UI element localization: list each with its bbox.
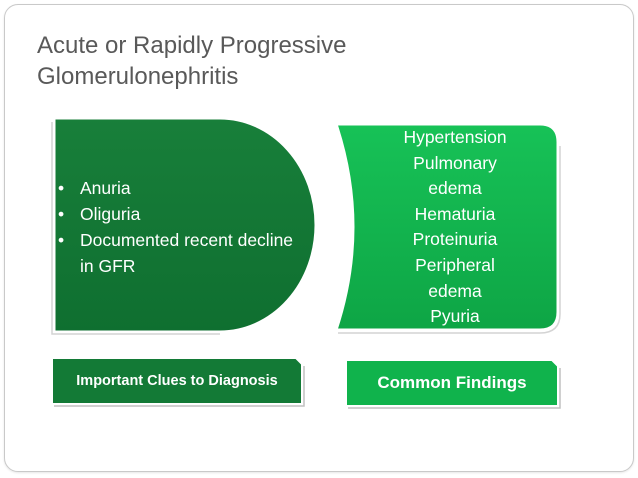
findings-label-shadow [348,368,561,409]
finding-line: Pulmonary [413,152,497,173]
finding-line: Hypertension [403,127,507,147]
clues-label-box [51,357,303,405]
clue-item: Oliguria [58,201,308,227]
finding-line: Proteinuria [412,229,498,250]
clues-label-shadow [54,366,305,407]
slide-title: Acute or Rapidly Progressive Glomerulone… [37,30,346,92]
clue-item: Anuria [58,175,308,201]
finding-line: Hematuria [414,203,496,224]
finding-line: Peripheral [415,254,495,275]
findings-label: Common Findings [377,373,527,392]
findings-label-box [345,359,559,407]
finding-line: edema [428,280,482,301]
findings-list: Hypertension Pulmonary edema Hematuria P… [370,125,540,330]
clue-item: Documented recent decline in GFR [58,227,308,279]
finding-line: edema [428,178,482,199]
title-line-1: Acute or Rapidly Progressive [37,32,347,59]
finding-line: Pyuria [430,306,480,327]
findings-shape [333,122,560,332]
title-line-2: Glomerulonephritis [37,63,239,90]
clues-list: Anuria Oliguria Documented recent declin… [58,175,308,279]
clues-label: Important Clues to Diagnosis [76,372,278,389]
clues-shape-shadow [51,122,220,335]
findings-shape-shadow [338,146,561,334]
